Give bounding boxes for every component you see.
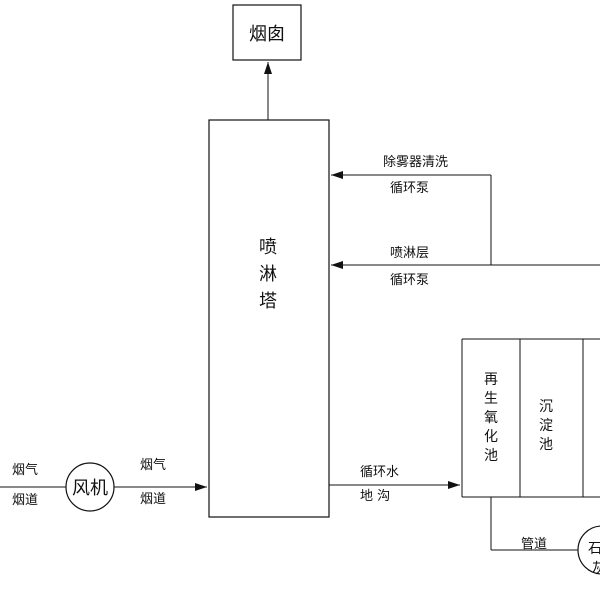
- demister-pump-line1: 除雾器清洗: [383, 155, 448, 170]
- inlet-label-line1: 烟气: [12, 462, 38, 478]
- drain-label-line2: 地 沟: [360, 489, 390, 504]
- spray-pump-line2: 循环泵: [390, 273, 429, 288]
- spray-tower-char-3: 塔: [259, 291, 277, 312]
- regen-tank-char-4: 化: [484, 429, 498, 445]
- regen-tank-char-2: 生: [484, 391, 498, 407]
- partial-tank-char-1: 石: [588, 541, 600, 557]
- fan-label: 风机: [72, 478, 108, 499]
- regen-tank-char-3: 氧: [484, 410, 498, 426]
- flue-to-tower-line1: 烟气: [140, 457, 166, 473]
- settling-tank-char-3: 池: [539, 437, 553, 453]
- regen-tank-char-1: 再: [484, 372, 498, 388]
- drain-label-line1: 循环水: [360, 465, 399, 480]
- chimney-box: [232, 4, 302, 61]
- pipe-label: 管道: [521, 537, 547, 552]
- regen-tank-char-5: 池: [484, 448, 498, 464]
- spray-pump-line1: 喷淋层: [390, 246, 429, 261]
- spray-tower-char-1: 喷: [259, 237, 277, 258]
- partial-tank-circle: [577, 525, 600, 575]
- spray-tower-box: [208, 119, 330, 518]
- spray-tower-char-2: 淋: [259, 264, 277, 285]
- partial-tank-char-2: 灰: [592, 561, 600, 577]
- flue-to-tower-line2: 烟道: [140, 492, 166, 507]
- settling-tank-char-2: 淀: [539, 418, 553, 434]
- inlet-label-line2: 烟道: [12, 493, 38, 508]
- settling-tank-char-1: 沉: [539, 399, 553, 415]
- demister-pump-line2: 循环泵: [390, 181, 429, 196]
- chimney-label: 烟囱: [249, 24, 285, 45]
